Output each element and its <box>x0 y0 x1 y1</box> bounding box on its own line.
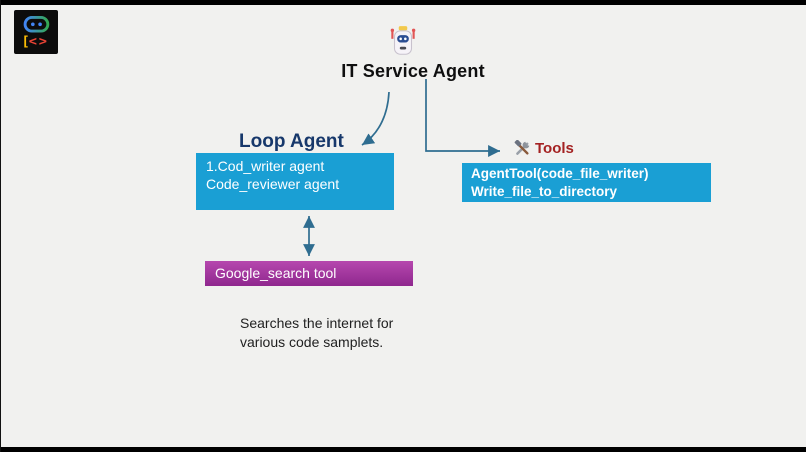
arrow-title-to-loop-agent <box>361 91 390 146</box>
svg-text:>: > <box>39 34 47 50</box>
loop-agent-line-1: 1.Cod_writer agent <box>206 158 325 174</box>
svg-text:<: < <box>29 34 37 50</box>
tools-header: Tools <box>514 140 574 157</box>
adk-robot-brackets-icon: [ < > <box>21 16 50 50</box>
robot-emoji-icon <box>386 25 420 59</box>
tools-line-1: AgentTool(code_file_writer) <box>471 166 649 181</box>
top-letterbox-bar <box>0 0 806 5</box>
svg-text:[: [ <box>21 34 29 50</box>
description-line-2: various code samplets. <box>240 333 384 350</box>
page-title: IT Service Agent <box>341 61 485 81</box>
tools-line-2: Write_file_to_directory <box>471 184 618 200</box>
search-description: Searches the internet for various code s… <box>240 314 393 352</box>
arrow-title-to-tools <box>425 79 500 157</box>
loop-agent-line-2: Code_reviewer agent <box>206 176 340 193</box>
hammer-wrench-icon <box>514 140 530 155</box>
google-search-tool-box: Google_search tool <box>205 261 413 286</box>
adk-logo: [ < > <box>14 10 58 54</box>
loop-agent-box: 1.Cod_writer agent Code_reviewer agent <box>196 153 394 210</box>
bottom-letterbox-bar <box>0 447 806 452</box>
tools-box: AgentTool(code_file_writer) Write_file_t… <box>462 163 711 202</box>
description-line-1: Searches the internet for <box>240 315 394 331</box>
loop-agent-label: Loop Agent <box>239 131 344 152</box>
left-frame-edge <box>0 0 1 452</box>
tools-label: Tools <box>535 140 574 157</box>
